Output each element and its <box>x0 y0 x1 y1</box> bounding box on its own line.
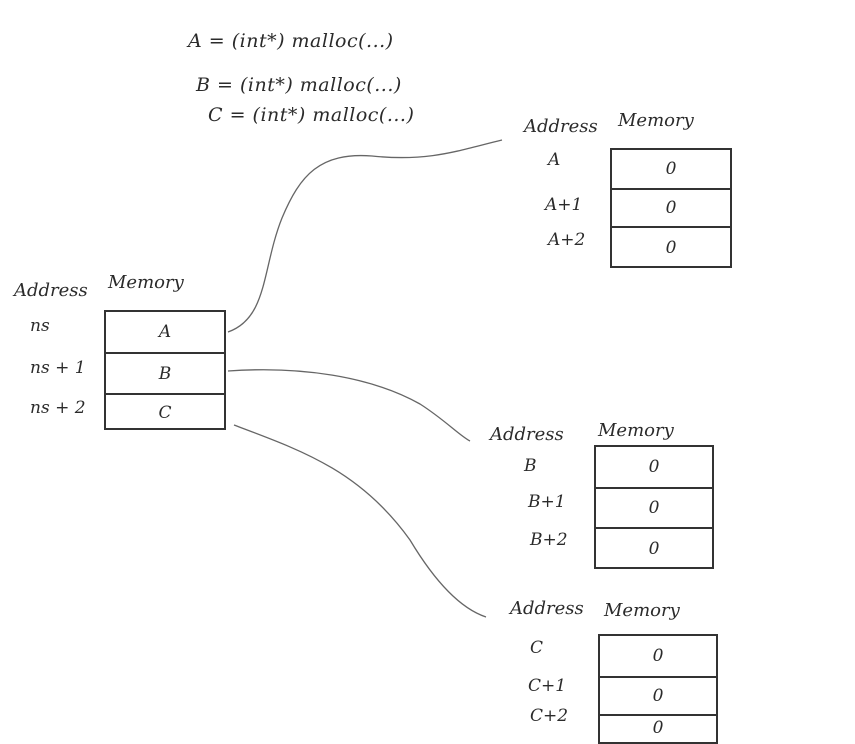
array-c-address-2: C+2 <box>530 706 569 726</box>
array-c-address-header: Address <box>510 598 584 619</box>
pointer-cell-c-value: C <box>158 402 172 423</box>
pointer-cell-b-value: B <box>158 363 172 384</box>
array-b-cell-0: 0 <box>596 447 712 487</box>
array-a-address-2: A+2 <box>548 230 586 250</box>
pointer-address-0: ns <box>30 316 50 336</box>
array-c-cell-2-value: 0 <box>652 718 664 738</box>
connector-a <box>227 139 503 333</box>
code-line-a: A = (int*) malloc(...) <box>188 30 394 52</box>
array-b-address-2: B+2 <box>530 530 568 550</box>
array-a-cell-0: 0 <box>612 150 730 188</box>
pointer-cell-a: A <box>106 312 224 352</box>
code-line-c: C = (int*) malloc(...) <box>208 104 415 126</box>
array-a-cell-2: 0 <box>612 226 730 268</box>
array-b-address-1: B+1 <box>528 492 566 512</box>
array-b-address-header: Address <box>490 424 564 445</box>
array-b-cell-1: 0 <box>596 487 712 527</box>
array-c-cell-0: 0 <box>600 636 716 676</box>
array-a-cell-1-value: 0 <box>665 198 677 218</box>
array-c-memory-header: Memory <box>604 600 680 621</box>
array-c-cell-0-value: 0 <box>652 646 664 666</box>
array-a-cell-0-value: 0 <box>665 159 677 179</box>
array-a-memory-header: Memory <box>618 110 694 131</box>
array-a-address-header: Address <box>524 116 598 137</box>
pointer-cell-c: C <box>106 393 224 430</box>
array-c-cell-1: 0 <box>600 676 716 714</box>
array-a-cell-1: 0 <box>612 188 730 226</box>
connector-b <box>227 369 471 442</box>
array-b-memory-box: 0 0 0 <box>594 445 714 569</box>
array-c-address-1: C+1 <box>528 676 567 696</box>
array-c-cell-2: 0 <box>600 714 716 744</box>
code-line-b: B = (int*) malloc(...) <box>196 74 402 96</box>
array-c-memory-box: 0 0 0 <box>598 634 718 744</box>
array-a-memory-box: 0 0 0 <box>610 148 732 268</box>
array-b-address-0: B <box>524 456 537 476</box>
array-b-memory-header: Memory <box>598 420 674 441</box>
pointer-address-1: ns + 1 <box>30 358 86 378</box>
pointer-address-2: ns + 2 <box>30 398 86 418</box>
array-a-address-1: A+1 <box>545 195 583 215</box>
array-a-cell-2-value: 0 <box>665 238 677 258</box>
array-b-cell-2: 0 <box>596 527 712 569</box>
pointer-memory-box: A B C <box>104 310 226 430</box>
pointer-cell-a-value: A <box>158 322 172 342</box>
array-b-cell-1-value: 0 <box>648 498 660 518</box>
array-c-cell-1-value: 0 <box>652 686 664 706</box>
array-a-address-0: A <box>548 150 561 170</box>
array-b-cell-0-value: 0 <box>648 457 660 477</box>
pointer-memory-header: Memory <box>108 272 184 293</box>
array-c-address-0: C <box>530 638 544 658</box>
connector-c <box>233 424 487 618</box>
array-b-cell-2-value: 0 <box>648 539 660 559</box>
pointer-address-header: Address <box>14 280 88 301</box>
pointer-cell-b: B <box>106 352 224 393</box>
